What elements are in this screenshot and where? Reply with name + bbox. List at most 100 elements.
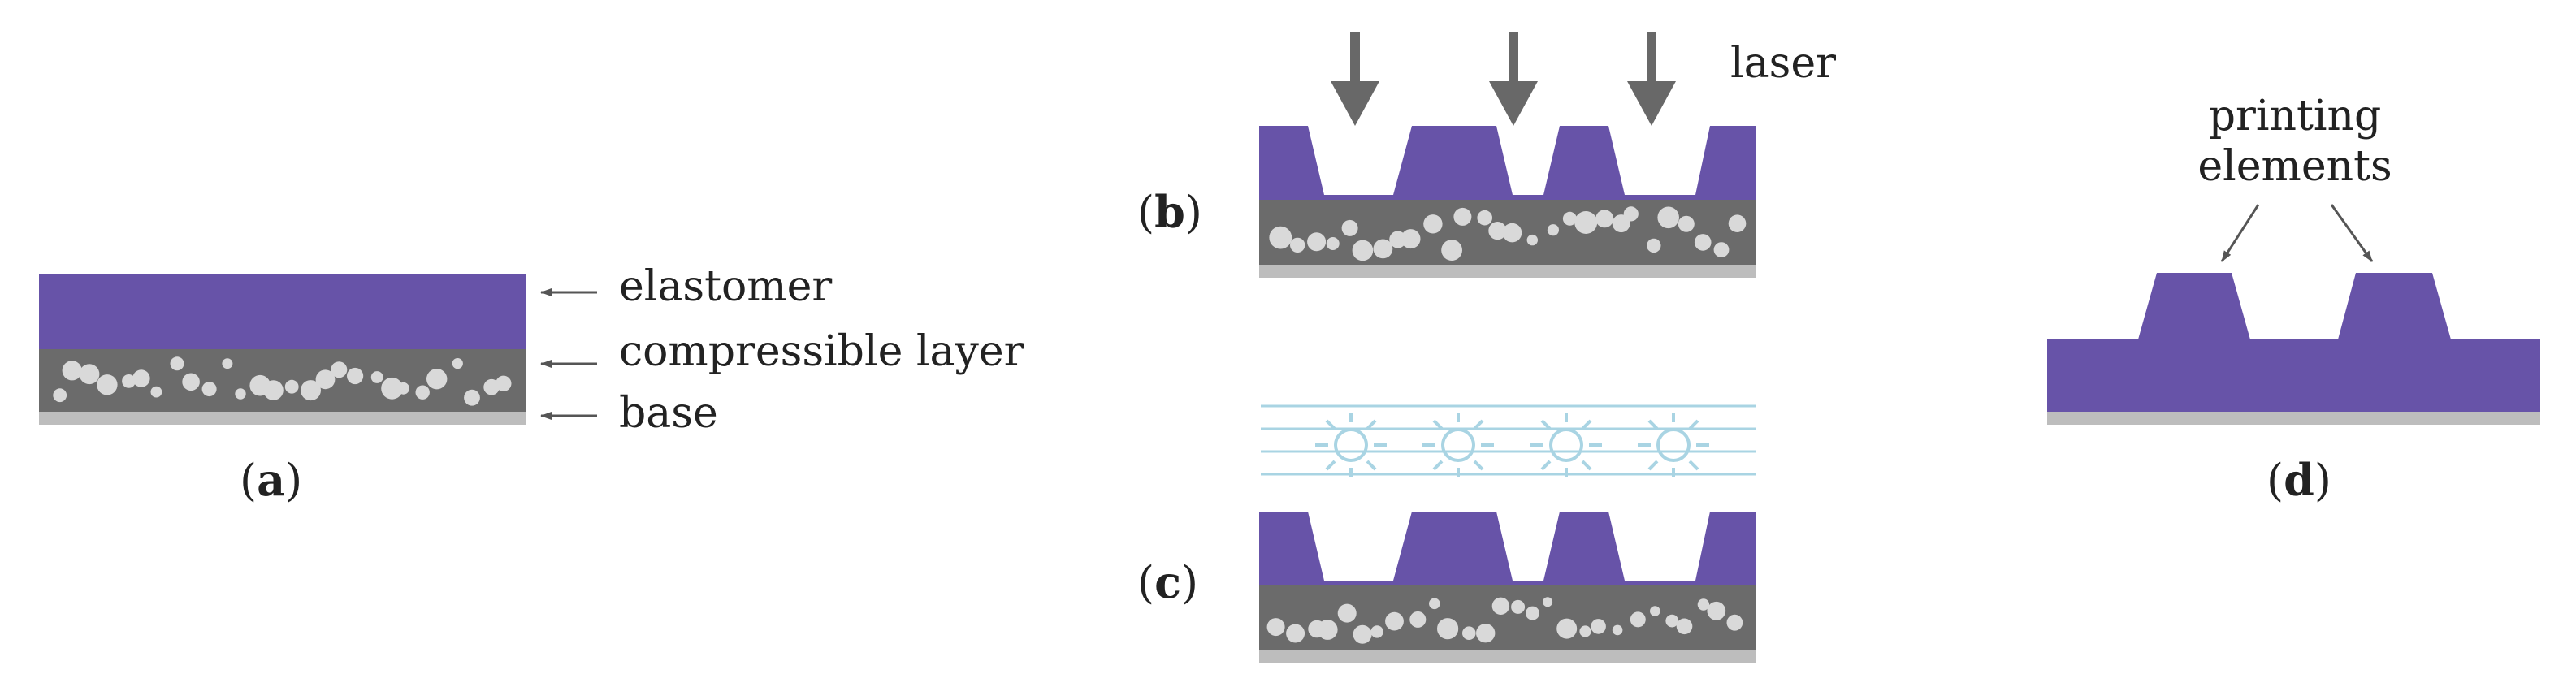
compressible-layer-label: compressible layer xyxy=(619,327,1024,376)
particle xyxy=(1373,239,1393,259)
particle xyxy=(1574,211,1598,234)
base-layer xyxy=(1259,650,1756,663)
particle xyxy=(483,378,500,395)
particle xyxy=(1623,206,1639,222)
base-layer xyxy=(1259,265,1756,278)
printing-label-line2: elements xyxy=(2197,142,2392,191)
particle xyxy=(1462,626,1476,640)
particle xyxy=(1579,625,1591,637)
elastomer-relief xyxy=(1259,512,1756,585)
particle xyxy=(201,382,217,397)
particle xyxy=(1476,624,1496,643)
sun-icon xyxy=(1421,411,1496,479)
particle xyxy=(1612,624,1623,636)
particle xyxy=(284,379,299,394)
particle xyxy=(452,358,463,369)
particle xyxy=(1401,229,1421,249)
base-layer xyxy=(2047,412,2540,425)
particle xyxy=(150,386,162,398)
particle xyxy=(1326,237,1340,250)
particle xyxy=(182,373,200,391)
particle xyxy=(1726,614,1743,631)
particle xyxy=(79,364,100,385)
particle xyxy=(370,371,383,383)
printing-pointer-right xyxy=(2330,204,2374,262)
particle xyxy=(1511,599,1526,614)
base-label: base xyxy=(619,389,718,438)
particle xyxy=(1353,624,1372,644)
particle xyxy=(1290,237,1305,253)
particle xyxy=(331,361,348,378)
particle xyxy=(1429,598,1440,610)
particle xyxy=(132,369,150,387)
particles xyxy=(1266,597,1743,644)
particle xyxy=(1556,618,1578,639)
particle xyxy=(1491,597,1510,615)
particle xyxy=(1694,234,1712,251)
particle xyxy=(1286,624,1305,643)
printing-pointer-left xyxy=(2220,204,2260,262)
down-arrow-icon xyxy=(1331,81,1379,126)
particle xyxy=(170,356,184,371)
particle xyxy=(1547,224,1559,236)
particle xyxy=(1562,211,1577,226)
particle xyxy=(62,361,82,381)
particle xyxy=(1543,597,1553,607)
particle xyxy=(1713,242,1730,257)
particle xyxy=(397,382,409,395)
particle xyxy=(1665,614,1679,628)
panel-c: (c) xyxy=(1137,404,1756,663)
particle xyxy=(122,374,136,388)
particle xyxy=(1676,618,1693,635)
sun-icon xyxy=(1314,411,1388,479)
particles xyxy=(53,356,512,406)
particle xyxy=(1385,611,1404,631)
particle xyxy=(1441,240,1462,261)
panel-b-label: (b) xyxy=(1137,186,1202,238)
particle xyxy=(315,369,336,390)
particle xyxy=(1591,619,1606,634)
particle xyxy=(1437,618,1459,640)
particles xyxy=(1269,206,1747,261)
particle xyxy=(1370,625,1383,638)
particle xyxy=(1317,620,1338,640)
particle xyxy=(1647,238,1661,253)
particle xyxy=(1502,223,1522,243)
particle xyxy=(1657,206,1679,229)
particle xyxy=(1488,222,1507,240)
printed-plate xyxy=(2047,273,2540,412)
particle xyxy=(97,374,118,395)
particle xyxy=(1697,598,1710,611)
particle xyxy=(1409,611,1427,628)
particle xyxy=(415,385,430,400)
particle xyxy=(1352,240,1374,261)
particle xyxy=(1307,232,1327,252)
sun-icon xyxy=(1529,411,1604,479)
particle xyxy=(1630,611,1646,628)
particle xyxy=(263,380,284,400)
particle xyxy=(1595,210,1614,228)
particle xyxy=(1650,606,1660,616)
particle xyxy=(1453,207,1472,226)
particle xyxy=(1477,210,1492,226)
elastomer-label: elastomer xyxy=(619,262,832,311)
particle xyxy=(1728,214,1747,233)
base-layer xyxy=(39,412,526,425)
particle xyxy=(1678,215,1695,232)
down-arrow-icon xyxy=(1489,81,1538,126)
laser-arrow xyxy=(1627,32,1676,126)
particle xyxy=(426,369,448,390)
panel-d-label: (d) xyxy=(2266,454,2331,506)
particle xyxy=(222,358,233,369)
compressible-layer xyxy=(1259,585,1756,650)
particle xyxy=(1526,234,1539,246)
particle xyxy=(235,388,246,400)
panel-a-label: (a) xyxy=(240,454,302,506)
panel-b: laser (b) xyxy=(1137,32,1836,278)
particle xyxy=(347,367,364,385)
particle xyxy=(1337,603,1357,623)
sun-icon xyxy=(1636,411,1711,479)
particle xyxy=(1341,219,1358,236)
particle xyxy=(53,388,67,403)
